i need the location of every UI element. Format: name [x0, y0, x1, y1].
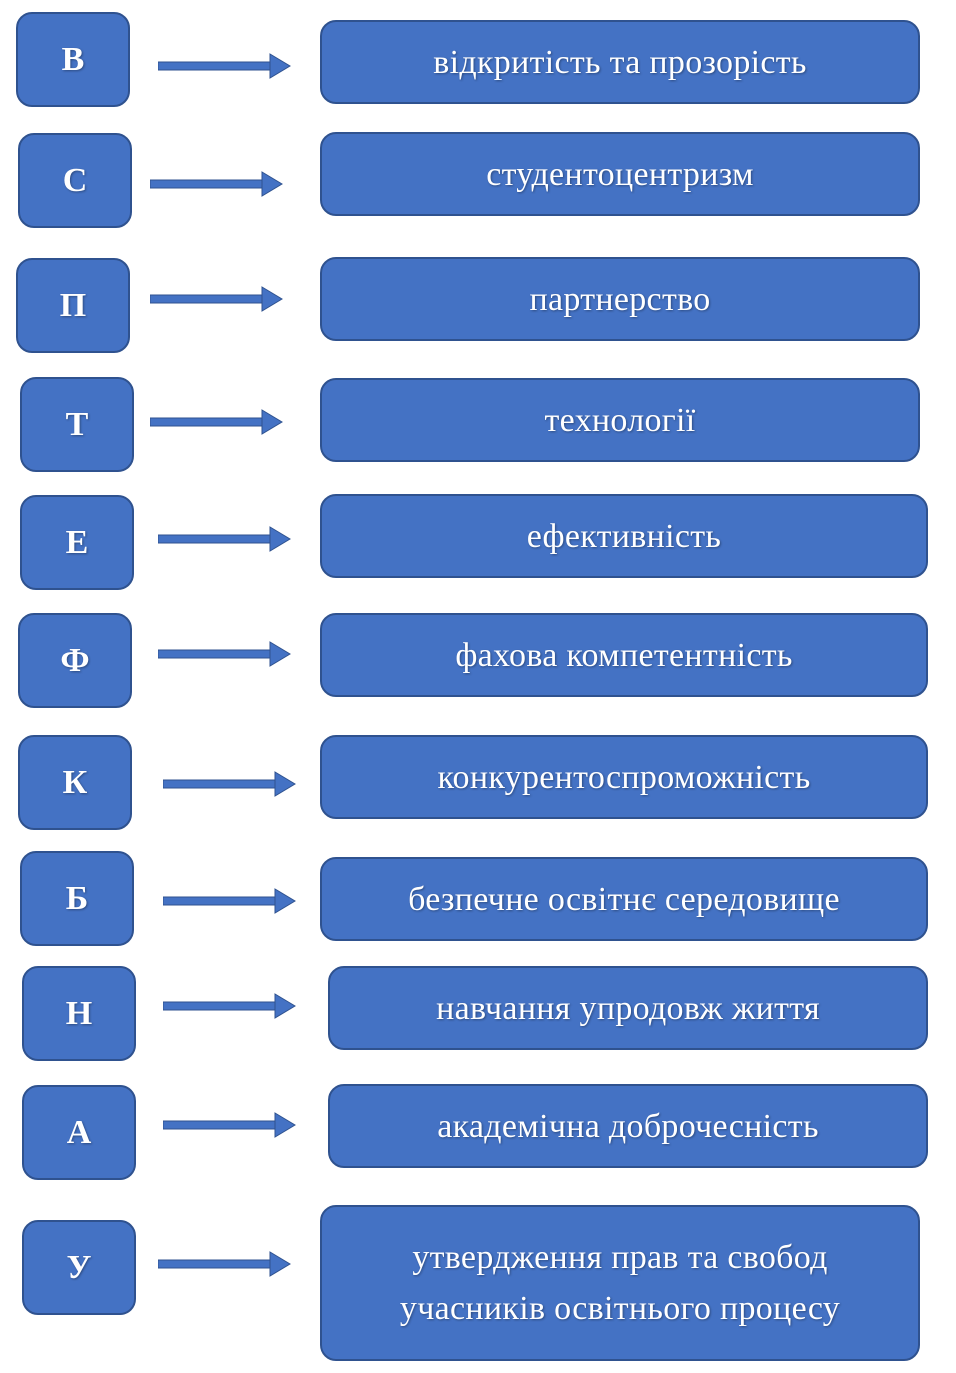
letter-b: Б: [65, 879, 89, 917]
letter-t: Т: [65, 405, 89, 443]
term-f: фахова компетентність: [455, 636, 793, 674]
letter-v: В: [61, 40, 85, 78]
arrow-icon: [150, 409, 283, 435]
letter-p: П: [59, 286, 87, 324]
arrow-icon: [163, 771, 296, 797]
term-n: навчання упродовж життя: [436, 989, 820, 1027]
letter-box-s: С: [18, 133, 132, 228]
arrow-icon: [150, 171, 283, 197]
letter-n: Н: [65, 994, 93, 1032]
letter-ye: Е: [65, 523, 89, 561]
letter-box-u: У: [22, 1220, 136, 1315]
letter-s: С: [62, 161, 88, 199]
letter-box-b: Б: [20, 851, 134, 946]
term-box-v: відкритість та прозорість: [320, 20, 920, 104]
term-box-ye: ефективність: [320, 494, 928, 578]
letter-box-v: В: [16, 12, 130, 107]
term-box-p: партнерство: [320, 257, 920, 341]
term-box-k: конкурентоспроможність: [320, 735, 928, 819]
term-box-s: студентоцентризм: [320, 132, 920, 216]
arrow-icon: [158, 53, 291, 79]
letter-box-p: П: [16, 258, 130, 353]
term-s: студентоцентризм: [486, 155, 754, 193]
letter-box-a: А: [22, 1085, 136, 1180]
arrow-icon: [158, 1251, 291, 1277]
letter-box-ye: Е: [20, 495, 134, 590]
arrow-icon: [158, 641, 291, 667]
term-t: технології: [544, 401, 696, 439]
letter-a: А: [66, 1113, 92, 1151]
term-b: безпечне освітнє середовище: [408, 880, 840, 918]
term-u: утвердження прав та свобод учасників осв…: [399, 1239, 841, 1327]
arrow-icon: [163, 993, 296, 1019]
term-box-b: безпечне освітнє середовище: [320, 857, 928, 941]
term-k: конкурентоспроможність: [437, 758, 811, 796]
arrow-icon: [150, 286, 283, 312]
term-ye: ефективність: [526, 517, 722, 555]
arrow-icon: [163, 888, 296, 914]
letter-box-n: Н: [22, 966, 136, 1061]
term-box-u: утвердження прав та свобод учасників осв…: [320, 1205, 920, 1361]
letter-f: Ф: [60, 641, 90, 679]
arrow-icon: [158, 526, 291, 552]
letter-box-t: Т: [20, 377, 134, 472]
letter-u: У: [66, 1248, 92, 1286]
term-box-t: технології: [320, 378, 920, 462]
letter-box-f: Ф: [18, 613, 132, 708]
term-box-n: навчання упродовж життя: [328, 966, 928, 1050]
term-box-a: академічна доброчесність: [328, 1084, 928, 1168]
letter-k: К: [62, 763, 88, 801]
term-v: відкритість та прозорість: [433, 43, 807, 81]
term-p: партнерство: [529, 280, 711, 318]
term-box-f: фахова компетентність: [320, 613, 928, 697]
term-a: академічна доброчесність: [437, 1107, 819, 1145]
arrow-icon: [163, 1112, 296, 1138]
letter-box-k: К: [18, 735, 132, 830]
